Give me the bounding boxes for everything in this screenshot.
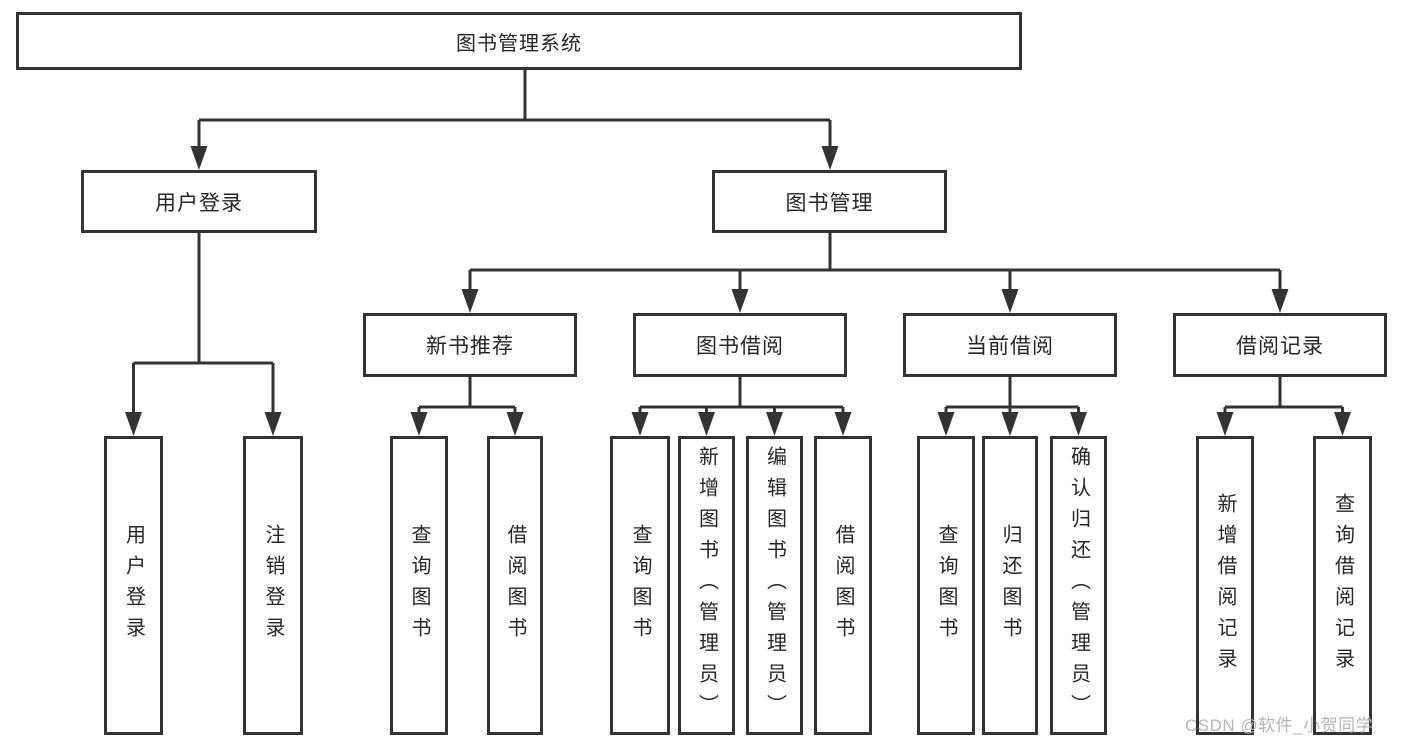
node-user-login: 用户登录 — [81, 170, 317, 233]
csdn-watermark: CSDN @软件_小贺同学 — [1185, 716, 1374, 735]
leaf-query-books-current-label: 查询图书 — [935, 523, 957, 648]
leaf-logout-label: 注销登录 — [262, 523, 284, 648]
node-book-borrow: 图书借阅 — [633, 313, 847, 377]
connector-login-group — [132, 233, 275, 415]
leaf-add-borrow-record-label: 新增借阅记录 — [1214, 492, 1236, 679]
leaf-user-login: 用户登录 — [104, 436, 163, 735]
leaf-return-book-label: 归还图书 — [999, 523, 1021, 648]
connector-root-to-level2 — [197, 70, 832, 149]
node-borrow-records: 借阅记录 — [1173, 313, 1387, 377]
connector-records-group — [1223, 377, 1344, 415]
connector-manage-to-level3 — [468, 233, 1282, 292]
leaf-borrow-books-borrow: 借阅图书 — [814, 436, 872, 735]
leaf-query-books-borrow: 查询图书 — [610, 436, 670, 735]
node-book-management: 图书管理 — [712, 170, 947, 233]
leaf-confirm-return-admin: 确认归还（管理员） — [1050, 436, 1107, 735]
node-new-book-recommend-label: 新书推荐 — [426, 335, 514, 358]
leaf-confirm-return-admin-label: 确认归还（管理员） — [1067, 446, 1090, 725]
leaf-query-borrow-record: 查询借阅记录 — [1313, 436, 1372, 735]
leaf-add-book-admin: 新增图书（管理员） — [678, 436, 735, 735]
node-root-label: 图书管理系统 — [456, 32, 582, 55]
leaf-borrow-books-recommend: 借阅图书 — [487, 436, 543, 735]
leaf-add-book-admin-label: 新增图书（管理员） — [695, 446, 718, 725]
leaf-query-borrow-record-label: 查询借阅记录 — [1331, 492, 1354, 679]
node-book-management-label: 图书管理 — [785, 191, 874, 215]
leaf-logout: 注销登录 — [243, 436, 303, 735]
leaf-return-book: 归还图书 — [982, 436, 1038, 735]
leaf-edit-book-admin-label: 编辑图书（管理员） — [763, 446, 786, 725]
node-book-borrow-label: 图书借阅 — [696, 335, 784, 358]
connector-recommend-group — [417, 377, 517, 415]
leaf-query-books-borrow-label: 查询图书 — [629, 523, 651, 648]
node-current-borrow-label: 当前借阅 — [966, 335, 1054, 358]
node-new-book-recommend: 新书推荐 — [363, 313, 577, 377]
connector-current-group — [944, 377, 1080, 415]
node-user-login-label: 用户登录 — [155, 191, 243, 215]
leaf-borrow-books-recommend-label: 借阅图书 — [504, 523, 526, 648]
leaf-user-login-label: 用户登录 — [122, 523, 145, 648]
node-root: 图书管理系统 — [16, 12, 1022, 70]
leaf-add-borrow-record: 新增借阅记录 — [1196, 436, 1254, 735]
leaf-query-books-recommend-label: 查询图书 — [408, 523, 430, 648]
leaf-query-books-current: 查询图书 — [917, 436, 975, 735]
leaf-edit-book-admin: 编辑图书（管理员） — [746, 436, 803, 735]
node-current-borrow: 当前借阅 — [903, 313, 1117, 377]
arrowheads — [125, 146, 1351, 436]
leaf-query-books-recommend: 查询图书 — [390, 436, 448, 735]
connector-borrow-group — [638, 377, 845, 415]
node-borrow-records-label: 借阅记录 — [1236, 335, 1324, 358]
leaf-borrow-books-borrow-label: 借阅图书 — [832, 523, 854, 648]
